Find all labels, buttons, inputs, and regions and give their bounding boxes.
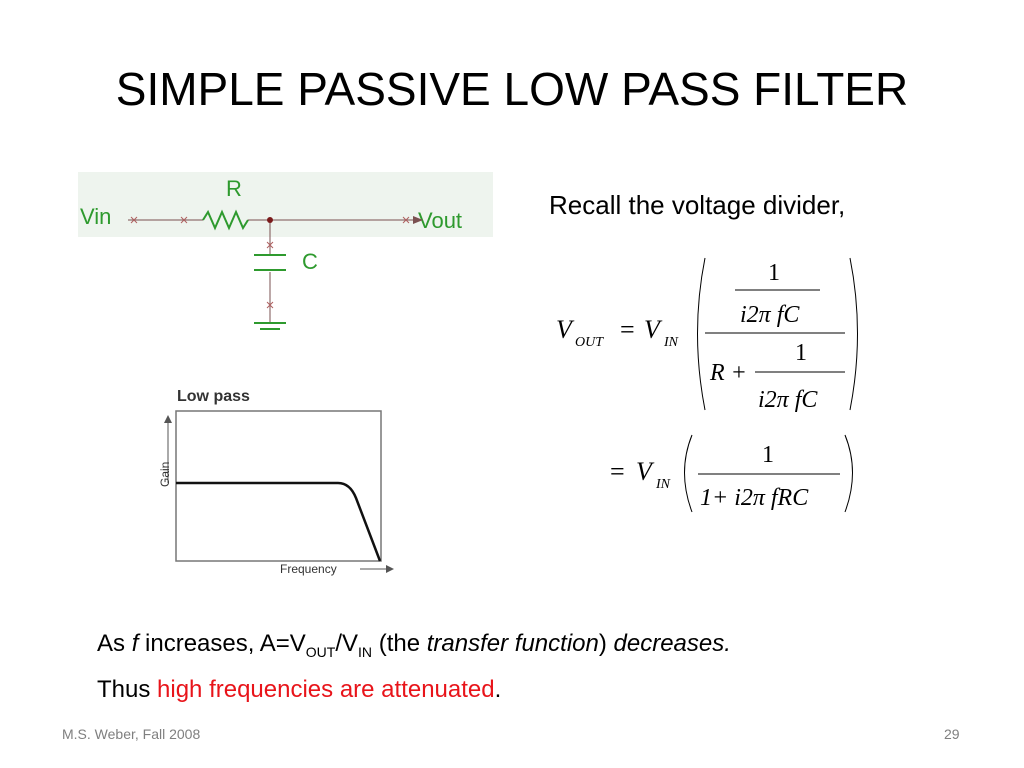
vout-subscript: OUT	[575, 335, 604, 350]
gain-axis-label: Gain	[158, 462, 172, 487]
vin-subscript-1: IN	[663, 335, 679, 350]
circuit-background	[78, 172, 493, 237]
left-paren-1	[697, 257, 706, 411]
text-period: .	[494, 675, 502, 703]
graph-frame	[175, 410, 382, 562]
text-out-sub: OUT	[305, 643, 336, 660]
frequency-arrowhead	[386, 565, 394, 573]
text-the: (the	[372, 630, 427, 657]
denominator-1-plus: 1+ i2π fRC	[700, 485, 809, 511]
ground-symbol	[254, 322, 286, 330]
text-slash-v: /V	[335, 630, 359, 657]
r-plus: R +	[709, 360, 747, 386]
junction-dot	[267, 217, 273, 223]
recall-text: Recall the voltage divider,	[549, 190, 846, 220]
vin-label: Vin	[80, 204, 111, 229]
equals-1: =	[620, 315, 635, 344]
low-pass-graph: Low pass Gain Frequency	[158, 388, 394, 576]
text-close: )	[598, 630, 614, 657]
vout-symbol: V	[556, 315, 575, 344]
text-transfer-function: transfer function	[426, 630, 599, 657]
denominator-term: i2π fC	[758, 387, 818, 413]
text-thus: Thus	[97, 675, 158, 703]
explanation-text: As f increases, A=VOUT/VIN (the transfer…	[97, 625, 731, 709]
vin-symbol-1: V	[644, 315, 663, 344]
gain-arrowhead	[164, 415, 172, 423]
text-decreases: decreases.	[613, 630, 731, 657]
graph-title: Low pass	[177, 388, 250, 405]
resistor-label: R	[226, 176, 242, 201]
voltage-divider-equation: V OUT = V IN 1 i2π fC R + 1 i2π fC = V I…	[556, 257, 858, 513]
slide-title: SIMPLE PASSIVE LOW PASS FILTER	[115, 63, 909, 115]
rc-circuit-diagram: Vin R Vout C	[78, 172, 493, 330]
numerator-denominator: i2π fC	[740, 302, 800, 328]
explanation-line-2: Thus high frequencies are attenuated.	[97, 671, 731, 709]
text-f: f	[131, 630, 139, 657]
explanation-line-1: As f increases, A=VOUT/VIN (the transfer…	[97, 625, 731, 671]
frequency-axis-label: Frequency	[280, 562, 337, 576]
equals-2: =	[610, 457, 625, 486]
footer-author: M.S. Weber, Fall 2008	[62, 726, 201, 742]
vin-symbol-2: V	[636, 457, 655, 486]
circuit-wires	[128, 209, 413, 322]
text-attenuated: high frequencies are attenuated	[157, 675, 495, 703]
vout-label: Vout	[418, 208, 462, 233]
numerator-one-2: 1	[762, 442, 774, 468]
page-number: 29	[944, 726, 960, 742]
numerator-one: 1	[768, 260, 780, 286]
text-in-sub: IN	[358, 643, 373, 660]
text-increases: increases, A=V	[138, 630, 306, 657]
node-markers	[130, 216, 410, 309]
vin-subscript-2: IN	[655, 477, 671, 492]
low-pass-response-curve	[176, 481, 382, 562]
text-as: As	[97, 630, 132, 657]
right-paren-1	[849, 257, 858, 411]
right-paren-2	[844, 434, 853, 513]
denominator-one: 1	[795, 340, 807, 366]
vout-arrow	[413, 216, 423, 224]
capacitor-label: C	[302, 249, 318, 274]
left-paren-2	[684, 434, 693, 513]
capacitor-symbol	[254, 254, 286, 271]
